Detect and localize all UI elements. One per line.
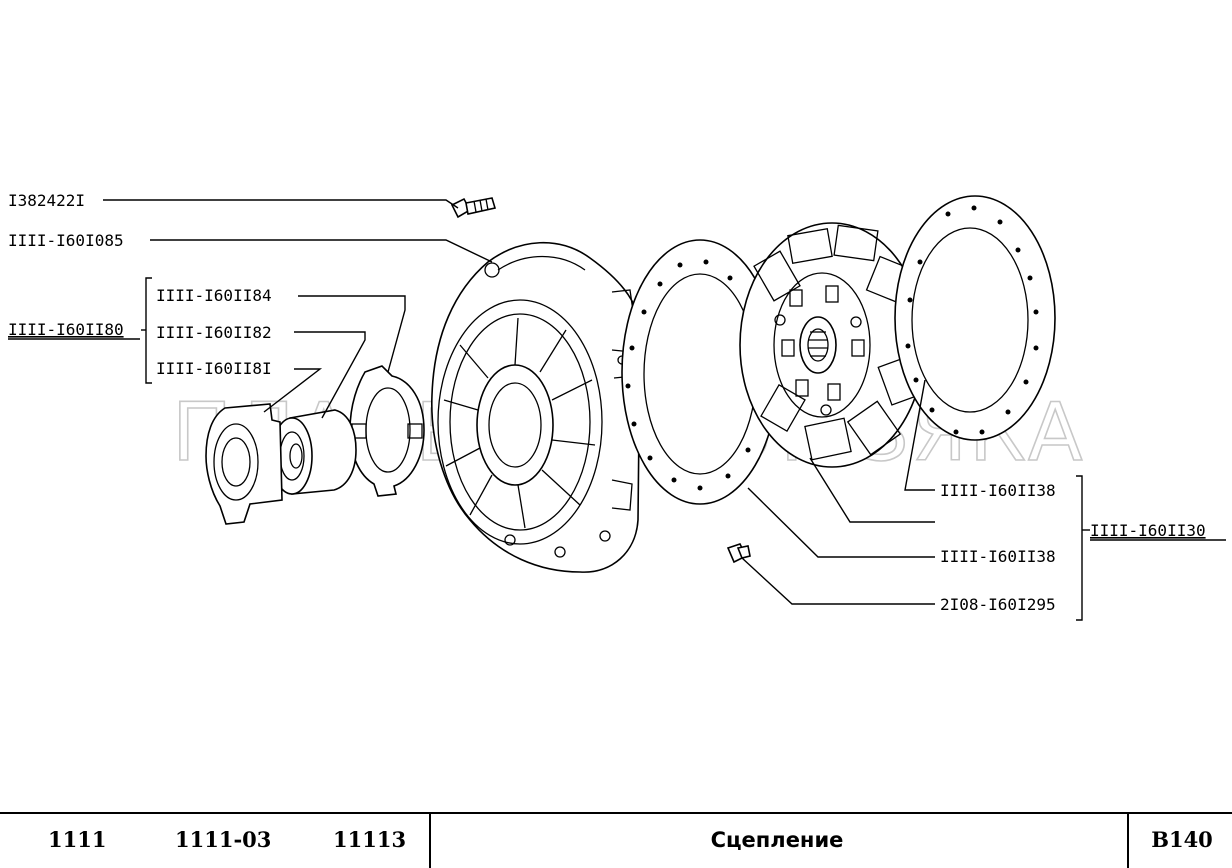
label-bearing: IIII-I60II82 (156, 323, 272, 342)
lining-front-part (894, 195, 1056, 441)
leader-lines (103, 199, 1090, 621)
lining-rear-part (621, 239, 779, 505)
bolt-part (450, 197, 497, 219)
pressure-plate-part (431, 241, 641, 573)
label-rivet: 2I08-I60I295 (940, 595, 1056, 614)
footer-title: Сцепление (711, 828, 844, 852)
label-disc-assembly: IIII-I60II30 (1090, 521, 1206, 540)
driven-disc-part (739, 222, 927, 468)
bearing-part (271, 409, 357, 495)
footer-model-2: 1111-03 (175, 827, 271, 852)
label-release-assembly: IIII-I60II80 (8, 320, 124, 339)
label-lining-front: IIII-I60II38 (940, 547, 1056, 566)
label-pressure-plate: IIII-I60I085 (8, 231, 124, 250)
label-bolt: I382422I (8, 191, 85, 210)
rivet-part (726, 543, 751, 564)
footer: 1111 1111-03 11113 Сцепление B140 (0, 812, 1232, 868)
label-release-fork-spring: IIII-I60II84 (156, 286, 272, 305)
label-lining-rear: IIII-I60II38 (940, 481, 1056, 500)
footer-code: B140 (1151, 827, 1213, 852)
footer-model-1: 1111 (48, 827, 106, 852)
release-bearing-part (205, 403, 283, 525)
footer-model-3: 11113 (333, 827, 406, 852)
label-bearing-sleeve: IIII-I60II8I (156, 359, 272, 378)
